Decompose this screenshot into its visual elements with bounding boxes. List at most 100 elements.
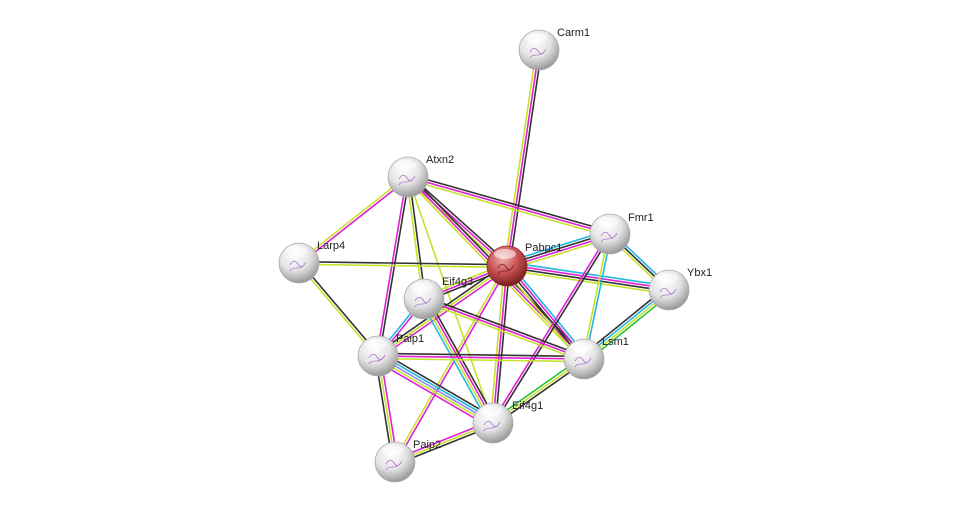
node-label: Ybx1 — [687, 267, 712, 279]
evidence-line-coexpression — [424, 295, 586, 358]
evidence-line-textmining — [405, 177, 424, 300]
node-eif4g3[interactable]: Eif4g3 — [403, 276, 473, 320]
evidence-line-experiments — [379, 267, 509, 359]
evidence-line-experiments — [377, 355, 585, 360]
node-highlight — [480, 406, 502, 416]
edge-atxn2-eif4g1[interactable] — [407, 176, 494, 424]
node-label: Pabpc1 — [525, 242, 562, 254]
edge-atxn2-larp4[interactable] — [297, 175, 410, 265]
protein-structure-icon — [574, 356, 592, 368]
node-carm1[interactable]: Carm1 — [518, 27, 590, 71]
evidence-line-coexpression — [378, 352, 585, 358]
node-ybx1[interactable]: Ybx1 — [648, 267, 712, 311]
evidence-line-experiments — [374, 359, 491, 429]
evidence-line-coexpression — [493, 234, 612, 425]
evidence-line-textmining — [377, 265, 508, 357]
node-label: Paip1 — [396, 333, 424, 345]
evidence-line-textmining — [506, 269, 669, 295]
evidence-line-experiments — [491, 232, 610, 423]
edge-atxn2-fmr1[interactable] — [407, 173, 611, 238]
node-paip2[interactable]: Paip2 — [374, 439, 441, 483]
evidence-line-experiments — [407, 176, 508, 267]
evidence-line-coexpression — [508, 50, 543, 267]
protein-structure-icon — [659, 287, 677, 299]
protein-structure-icon — [483, 420, 501, 432]
node-larp4[interactable]: Larp4 — [278, 240, 345, 284]
node-highlight — [411, 282, 433, 292]
node-lsm1[interactable]: Lsm1 — [563, 336, 629, 380]
evidence-line-textmining — [407, 178, 610, 238]
evidence-line-experiments — [299, 177, 410, 265]
protein-structure-icon — [289, 260, 307, 272]
node-label: Lsm1 — [602, 336, 629, 348]
evidence-line-experiments — [423, 298, 585, 360]
node-label: Carm1 — [557, 27, 590, 39]
node-eif4g1[interactable]: Eif4g1 — [472, 400, 543, 444]
node-highlight — [571, 342, 593, 352]
edge-paip1-eif4g1[interactable] — [374, 350, 497, 429]
edge-pabpc1-eif4g1[interactable] — [489, 265, 511, 424]
node-label: Larp4 — [317, 240, 345, 252]
evidence-line-homology — [377, 355, 494, 424]
protein-structure-icon — [529, 47, 547, 59]
evidence-line-experiments — [506, 49, 540, 267]
edge-fmr1-lsm1[interactable] — [581, 233, 613, 360]
node-pabpc1[interactable]: Pabpc1 — [486, 242, 562, 287]
evidence-line-databases — [507, 261, 670, 287]
protein-structure-icon — [414, 296, 432, 308]
node-highlight — [656, 273, 678, 283]
evidence-line-coexpression — [408, 173, 611, 233]
node-label: Paip2 — [413, 439, 441, 451]
edge-carm1-pabpc1[interactable] — [503, 49, 543, 267]
node-label: Fmr1 — [628, 212, 654, 224]
node-label: Atxn2 — [426, 154, 454, 166]
edge-pabpc1-paip2[interactable] — [393, 264, 509, 464]
evidence-line-databases — [584, 234, 613, 360]
evidence-line-coexpression — [299, 260, 508, 266]
evidence-line-experiments — [492, 265, 508, 424]
evidence-line-textmining — [581, 233, 610, 359]
edge-pabpc1-ybx1[interactable] — [506, 261, 670, 295]
edge-larp4-pabpc1[interactable] — [298, 260, 508, 269]
edges-layer — [297, 49, 672, 466]
evidence-line-textmining — [503, 267, 582, 362]
evidence-line-textmining — [377, 357, 584, 363]
protein-structure-icon — [497, 263, 515, 275]
node-highlight — [597, 217, 619, 227]
node-highlight — [494, 249, 516, 259]
protein-structure-icon — [398, 174, 416, 186]
evidence-line-textmining — [297, 175, 408, 263]
node-highlight — [382, 445, 404, 455]
evidence-line-textmining — [393, 264, 507, 462]
node-fmr1[interactable]: Fmr1 — [589, 212, 654, 255]
protein-structure-icon — [385, 459, 403, 471]
evidence-line-databases — [378, 353, 495, 422]
edge-eif4g3-lsm1[interactable] — [422, 295, 586, 363]
evidence-line-textmining — [503, 49, 538, 266]
evidence-line-coexpression — [378, 177, 411, 357]
evidence-line-experiments — [507, 263, 670, 290]
protein-structure-icon — [368, 353, 386, 365]
evidence-line-textmining — [298, 263, 507, 269]
node-atxn2[interactable]: Atxn2 — [387, 154, 454, 198]
node-highlight — [365, 339, 387, 349]
evidence-line-coexpression — [494, 266, 511, 424]
evidence-line-coexpression — [506, 266, 669, 293]
evidence-line-experiments — [407, 176, 611, 235]
evidence-line-textmining — [422, 300, 584, 363]
node-highlight — [526, 33, 548, 43]
evidence-line-databases — [419, 300, 491, 426]
evidence-line-coexpression — [408, 176, 427, 299]
evidence-line-coexpression — [380, 350, 497, 420]
protein-structure-icon — [600, 231, 618, 243]
edge-atxn2-eif4g3[interactable] — [405, 176, 427, 300]
node-highlight — [395, 160, 417, 170]
node-label: Eif4g1 — [512, 400, 543, 412]
edge-fmr1-eif4g1[interactable] — [491, 232, 612, 425]
evidence-line-textmining — [489, 265, 506, 423]
node-paip1[interactable]: Paip1 — [357, 333, 424, 377]
edge-paip1-lsm1[interactable] — [377, 352, 585, 363]
